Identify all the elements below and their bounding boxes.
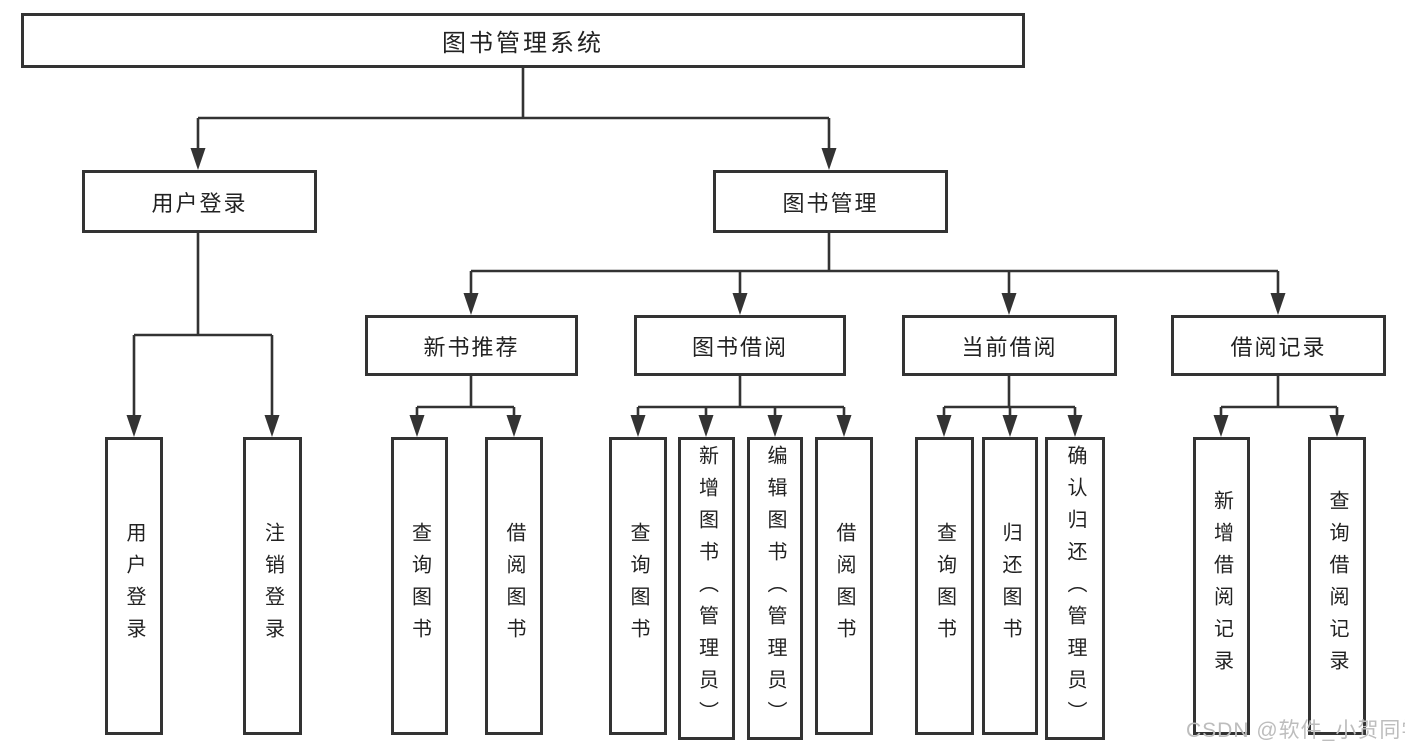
- node-label: 图书借阅: [691, 334, 788, 360]
- leaf-add-books-admin: 新增图书（管理员）: [678, 437, 735, 740]
- node-label: 查询图书: [933, 522, 956, 650]
- node-book-borrowing: 图书借阅: [634, 315, 846, 376]
- node-user-login: 用户登录: [82, 170, 317, 233]
- node-label: 借阅图书: [833, 522, 855, 650]
- node-label: 归还图书: [999, 522, 1021, 650]
- leaf-query-borrow-record: 查询借阅记录: [1308, 437, 1366, 735]
- node-label: 查询图书: [408, 522, 431, 650]
- node-label: 编辑图书（管理员）: [764, 444, 786, 733]
- node-label: 借阅记录: [1230, 334, 1327, 360]
- leaf-return-books: 归还图书: [982, 437, 1038, 735]
- leaf-add-borrow-record: 新增借阅记录: [1193, 437, 1250, 735]
- leaf-logout: 注销登录: [243, 437, 302, 735]
- leaf-borrow-books-recommend: 借阅图书: [485, 437, 543, 735]
- watermark: CSDN @软件_小贺同学: [1186, 719, 1405, 742]
- node-borrowing-records: 借阅记录: [1171, 315, 1386, 376]
- leaf-query-books-borrowing: 查询图书: [609, 437, 667, 735]
- node-label: 用户登录: [123, 522, 145, 650]
- node-label: 新增图书（管理员）: [695, 444, 718, 733]
- leaf-query-books-current: 查询图书: [915, 437, 974, 735]
- leaf-query-books-recommend: 查询图书: [391, 437, 448, 735]
- leaf-borrow-books: 借阅图书: [815, 437, 873, 735]
- node-label: 新书推荐: [423, 334, 520, 360]
- leaf-user-login: 用户登录: [105, 437, 163, 735]
- node-label: 新增借阅记录: [1210, 490, 1233, 682]
- node-label: 注销登录: [261, 522, 284, 650]
- node-label: 查询图书: [627, 522, 649, 650]
- node-new-book-recommend: 新书推荐: [365, 315, 578, 376]
- leaf-edit-books-admin: 编辑图书（管理员）: [747, 437, 803, 740]
- node-system-root: 图书管理系统: [21, 13, 1025, 68]
- node-current-borrowing: 当前借阅: [902, 315, 1117, 376]
- node-label: 借阅图书: [503, 522, 525, 650]
- node-label: 查询借阅记录: [1326, 490, 1348, 682]
- node-label: 确认归还（管理员）: [1064, 444, 1086, 733]
- node-label: 图书管理: [782, 190, 879, 216]
- node-label: 用户登录: [151, 190, 248, 216]
- node-label: 图书管理系统: [442, 30, 604, 57]
- node-book-management: 图书管理: [713, 170, 948, 233]
- leaf-confirm-return-admin: 确认归还（管理员）: [1045, 437, 1105, 740]
- node-label: 当前借阅: [961, 334, 1058, 360]
